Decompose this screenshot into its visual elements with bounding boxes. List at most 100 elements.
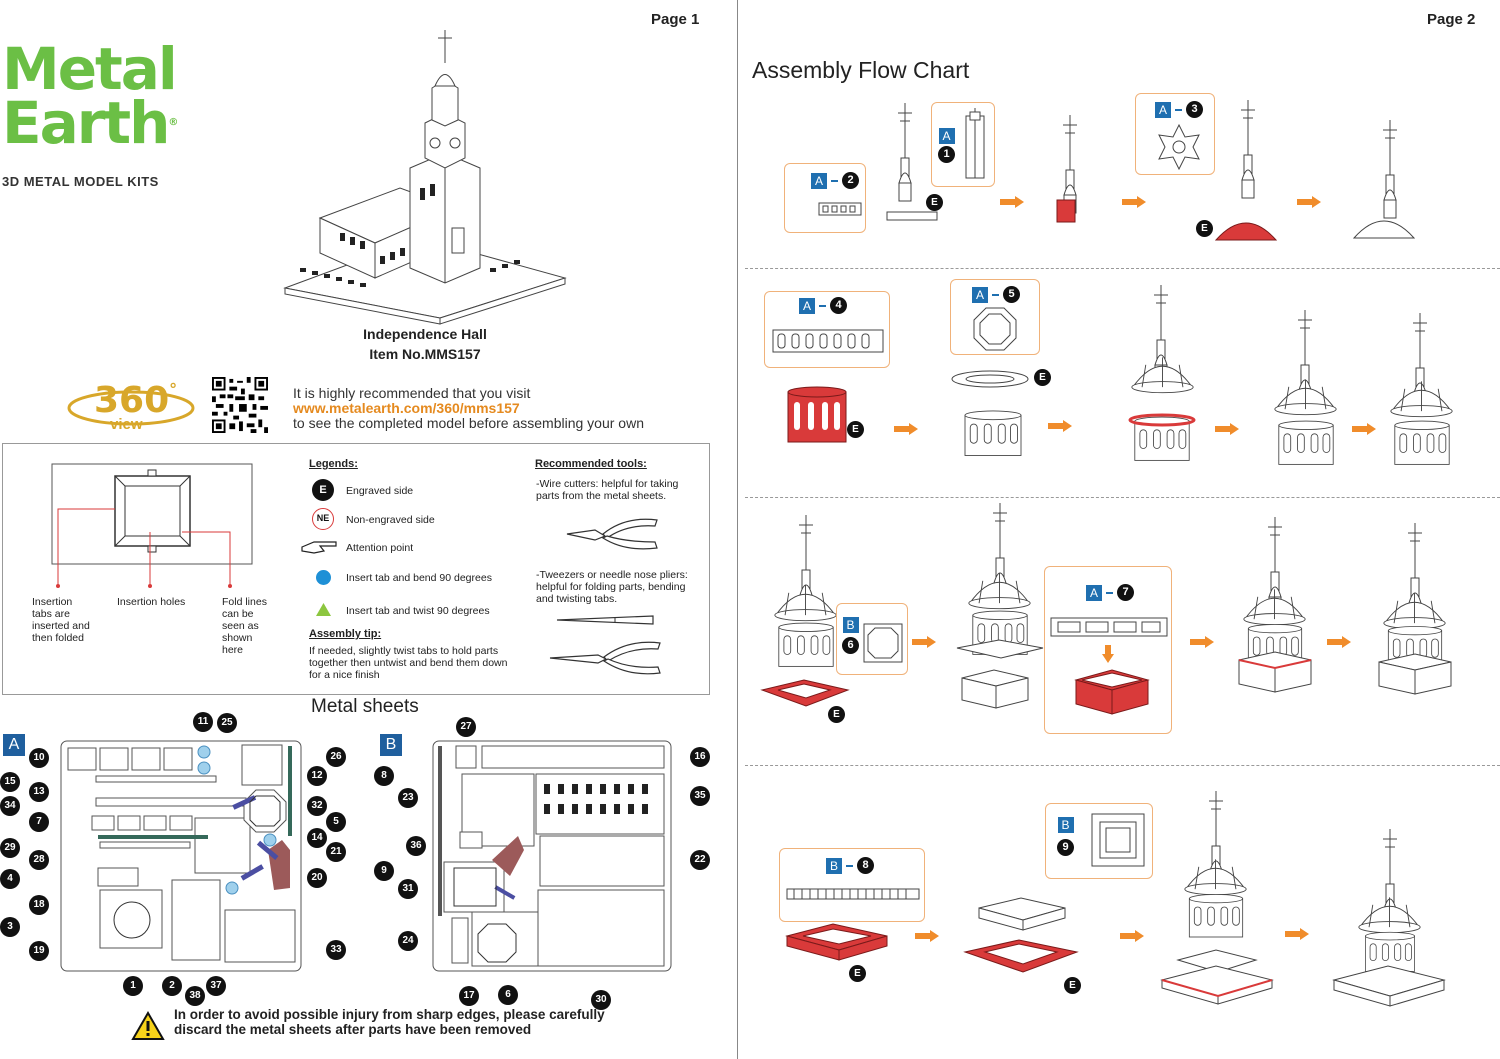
recommend-url-link[interactable]: www.metalearth.com/360/mms157 bbox=[293, 400, 520, 416]
part-4-strip bbox=[772, 329, 884, 353]
sheet-b-callout: 6 bbox=[498, 985, 518, 1005]
non-engraved-icon: NE bbox=[312, 508, 334, 530]
independence-hall-illustration bbox=[283, 30, 567, 325]
engraved-marker: E bbox=[926, 194, 943, 211]
engraved-marker: E bbox=[847, 421, 864, 438]
sheet-a-callout: 34 bbox=[0, 796, 20, 816]
legend-attention-label: Attention point bbox=[346, 542, 414, 554]
brand-line-2: Earth® bbox=[2, 89, 178, 157]
engraved-icon: E bbox=[312, 479, 334, 501]
sheet-a-callout: 38 bbox=[185, 986, 205, 1006]
sheet-a-callout: 11 bbox=[193, 712, 213, 732]
engraved-marker: E bbox=[849, 965, 866, 982]
sheet-b-callout: 23 bbox=[398, 788, 418, 808]
tools-wire-cutters: -Wire cutters: helpful for taking parts … bbox=[536, 478, 679, 502]
sheet-a-callout: 28 bbox=[29, 850, 49, 870]
sheet-b-callout: 17 bbox=[459, 986, 479, 1006]
sheet-b-callout: 30 bbox=[591, 990, 611, 1010]
sheet-a-callout: 2 bbox=[162, 976, 182, 996]
qr-code-icon[interactable] bbox=[212, 377, 268, 433]
page-divider bbox=[737, 0, 738, 1059]
metal-sheet-a bbox=[60, 740, 302, 972]
flow-arrow bbox=[912, 636, 936, 648]
flow-arrow bbox=[1120, 930, 1144, 942]
red-cylinder-part bbox=[787, 386, 847, 443]
part-5-octagon bbox=[973, 307, 1017, 351]
step-box-7 bbox=[1044, 566, 1172, 734]
page-number-2: Page 2 bbox=[1427, 11, 1476, 28]
metal-sheets-title: Metal sheets bbox=[311, 696, 419, 717]
flow-arrow bbox=[1122, 196, 1146, 208]
label-fold-lines: Fold lines can be seen as shown here bbox=[222, 596, 267, 656]
metal-sheet-b bbox=[432, 740, 672, 972]
flow-arrow bbox=[1327, 636, 1351, 648]
recommend-line-1: It is highly recommended that you visit bbox=[293, 385, 531, 401]
step-box-2 bbox=[784, 163, 866, 233]
pointing-hand-icon bbox=[301, 541, 337, 554]
sheet-a-callout: 14 bbox=[307, 828, 327, 848]
sheet-a-callout: 5 bbox=[326, 812, 346, 832]
row-divider bbox=[745, 765, 1500, 766]
railing-assembly bbox=[978, 897, 1066, 931]
engraved-marker: E bbox=[1196, 220, 1213, 237]
flow-arrow bbox=[915, 930, 939, 942]
sheet-b-callout: 22 bbox=[690, 850, 710, 870]
dome-attached bbox=[1352, 220, 1416, 239]
flow-arrow bbox=[894, 423, 918, 435]
base-box-assembly bbox=[1378, 653, 1452, 695]
model-item-number: Item No.MMS157 bbox=[369, 346, 481, 362]
part-2-strip bbox=[818, 202, 862, 216]
red-box-part bbox=[1074, 669, 1150, 715]
flow-arrow bbox=[1000, 196, 1024, 208]
sheet-a-callout: 29 bbox=[0, 838, 20, 858]
assembly-tip-text: If needed, slightly twist tabs to hold p… bbox=[309, 645, 508, 681]
part-2-attached bbox=[886, 211, 938, 221]
step-box-1 bbox=[931, 102, 995, 187]
ring-part bbox=[951, 370, 1029, 388]
part-8-railing bbox=[786, 888, 920, 900]
sheet-a-callout: 15 bbox=[0, 772, 20, 792]
red-base-plate bbox=[963, 939, 1079, 973]
engraved-marker: E bbox=[828, 706, 845, 723]
cylinder-assembly bbox=[1182, 892, 1250, 942]
sheet-b-callout: 9 bbox=[374, 861, 394, 881]
tiered-base-assembly bbox=[1160, 949, 1274, 1005]
legend-engraved-label: Engraved side bbox=[346, 485, 414, 497]
part-1-frame bbox=[965, 108, 985, 179]
flow-arrow bbox=[1297, 196, 1321, 208]
red-railing-part bbox=[785, 923, 888, 961]
warning-icon bbox=[131, 1010, 165, 1040]
label-insertion-tabs: Insertion tabs are inserted and then fol… bbox=[32, 596, 90, 644]
flow-arrow bbox=[1285, 928, 1309, 940]
wire-cutters-icon bbox=[566, 518, 658, 550]
flow-arrow bbox=[1215, 423, 1239, 435]
sheet-a-callout: 25 bbox=[217, 713, 237, 733]
sheet-a-callout: 10 bbox=[29, 748, 49, 768]
engraved-marker: E bbox=[1064, 977, 1081, 994]
sheet-b-label: B bbox=[380, 734, 402, 756]
part-6-frame bbox=[863, 623, 903, 663]
sheet-b-callout: 24 bbox=[398, 931, 418, 951]
tools-tweezers: -Tweezers or needle nose pliers: helpful… bbox=[536, 569, 688, 605]
sheet-b-callout: 27 bbox=[456, 717, 476, 737]
step-box-8 bbox=[779, 848, 925, 922]
step-box-4 bbox=[764, 291, 890, 368]
sheet-a-callout: 12 bbox=[307, 766, 327, 786]
assembly-tip-title: Assembly tip: bbox=[309, 628, 382, 640]
green-triangle-icon bbox=[316, 603, 331, 616]
red-base-part bbox=[760, 679, 850, 707]
step-box-5 bbox=[950, 279, 1040, 355]
brand-line-1: Metal bbox=[2, 35, 178, 103]
part-9-frame bbox=[1091, 813, 1145, 867]
legend-panel bbox=[2, 443, 710, 695]
view-360-badge[interactable]: 360° view bbox=[66, 376, 196, 436]
red-ring-edge bbox=[1128, 413, 1196, 427]
sheet-b-callout: 31 bbox=[398, 879, 418, 899]
box-part bbox=[961, 669, 1029, 709]
cylinder-assembly bbox=[1388, 414, 1456, 474]
sheet-a-callout: 37 bbox=[206, 976, 226, 996]
